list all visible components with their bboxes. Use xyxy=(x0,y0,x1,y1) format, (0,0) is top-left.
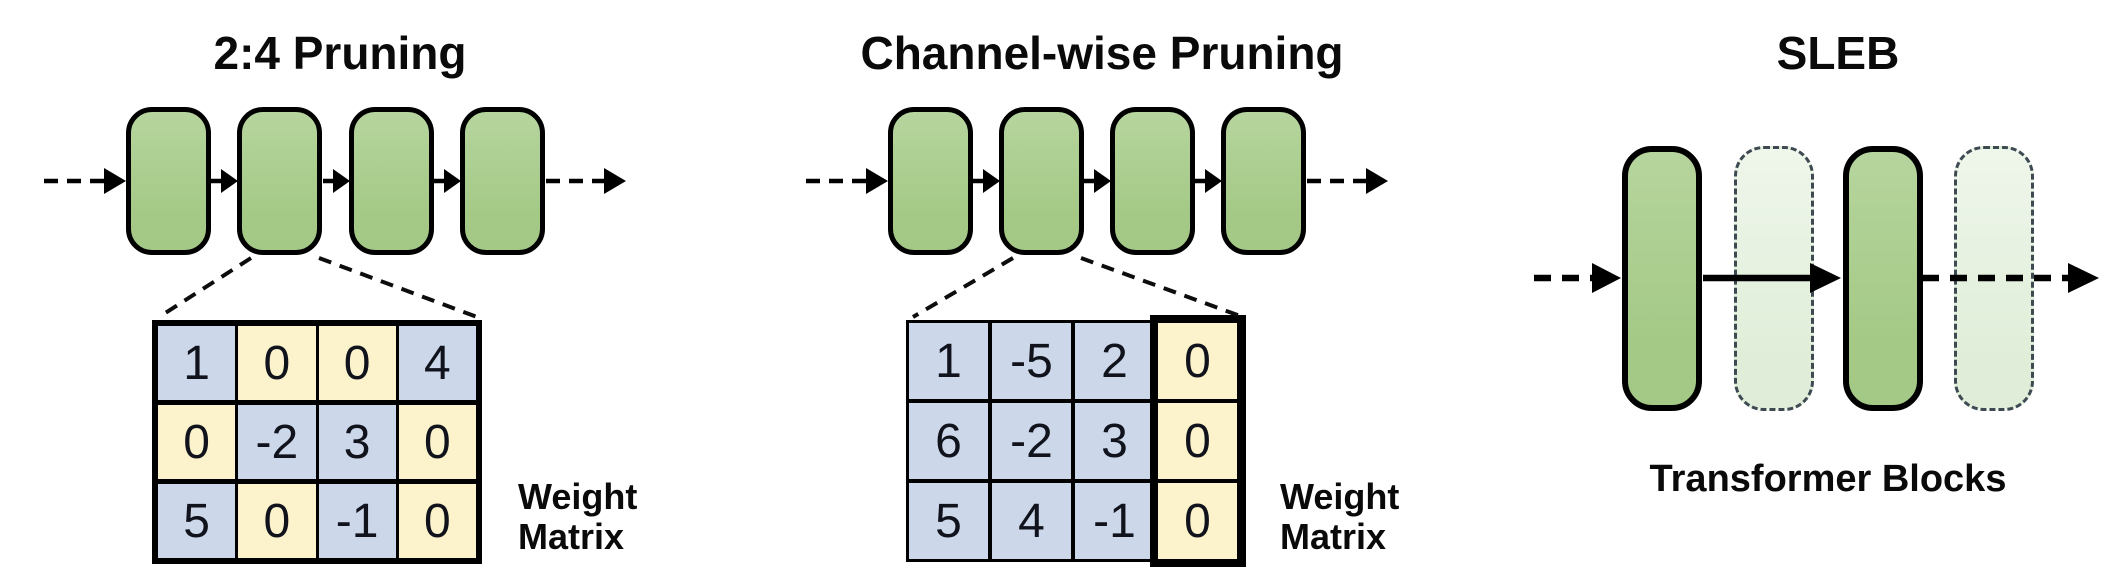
matrix-cell: 0 xyxy=(398,405,476,479)
matrix-cell: -2 xyxy=(238,405,316,479)
arrowhead-icon xyxy=(604,168,626,194)
matrix-cell: 6 xyxy=(909,403,988,479)
matrix-cell: 2 xyxy=(1075,323,1154,399)
arrowhead-icon xyxy=(983,169,1000,193)
matrix-cell: -1 xyxy=(318,484,396,558)
arrowhead-icon xyxy=(1810,263,1841,293)
weight-matrix-label: Weight Matrix xyxy=(518,476,638,557)
transformer-block-active xyxy=(1843,146,1923,411)
transformer-blocks-label: Transformer Blocks xyxy=(1649,458,2007,500)
arrowhead-icon xyxy=(1366,168,1388,194)
transformer-block-active xyxy=(1622,146,1702,411)
panel2-zoom-lines xyxy=(911,256,1244,319)
transformer-block xyxy=(126,107,211,255)
arrowhead-icon xyxy=(444,169,461,193)
pruned-channel-highlight xyxy=(1150,315,1246,567)
zoom-line xyxy=(911,256,1015,319)
matrix-cell: 1 xyxy=(158,326,236,400)
zoom-line xyxy=(318,256,478,319)
matrix-cell: 5 xyxy=(158,484,236,558)
zoom-line xyxy=(157,256,253,319)
transformer-block xyxy=(888,107,973,255)
panel-title-24-pruning: 2:4 Pruning xyxy=(213,27,467,79)
panel1-zoom-lines xyxy=(157,256,478,319)
matrix-cell: 0 xyxy=(1158,323,1237,399)
arrowhead-icon xyxy=(2068,263,2099,293)
arrowhead-icon xyxy=(104,168,126,194)
arrowhead-icon xyxy=(221,169,238,193)
matrix-cell: 3 xyxy=(318,405,396,479)
transformer-block-skipped xyxy=(1734,146,1814,411)
matrix-cell: 0 xyxy=(238,484,316,558)
matrix-cell: 0 xyxy=(1158,403,1237,479)
weight-matrix-label: Weight Matrix xyxy=(1280,476,1400,557)
panel-title-sleb: SLEB xyxy=(1776,27,1900,79)
matrix-cell: -5 xyxy=(992,323,1071,399)
matrix-cell: 3 xyxy=(1075,403,1154,479)
transformer-block xyxy=(1221,107,1306,255)
matrix-cell: 0 xyxy=(158,405,236,479)
arrowhead-icon xyxy=(1205,169,1222,193)
matrix-cell: 0 xyxy=(318,326,396,400)
transformer-block xyxy=(349,107,434,255)
matrix-cell: 4 xyxy=(992,483,1071,559)
transformer-block xyxy=(1110,107,1195,255)
matrix-cell: 1 xyxy=(909,323,988,399)
panel-title-channel-wise-pruning: Channel-wise Pruning xyxy=(860,27,1344,79)
matrix-cell: 4 xyxy=(398,326,476,400)
weight-matrix-channel-wise: 1 -5 2 0 6 -2 3 0 5 4 -1 0 xyxy=(906,320,1240,562)
transformer-block xyxy=(999,107,1084,255)
arrowhead-icon xyxy=(333,169,350,193)
transformer-block-skipped xyxy=(1954,146,2034,411)
weight-matrix-24: 1 0 0 4 0 -2 3 0 5 0 -1 0 xyxy=(152,320,482,564)
matrix-cell: 0 xyxy=(238,326,316,400)
zoom-line xyxy=(1080,256,1244,319)
arrowhead-icon xyxy=(1592,263,1621,293)
matrix-cell: 5 xyxy=(909,483,988,559)
transformer-block xyxy=(460,107,545,255)
matrix-cell: 0 xyxy=(398,484,476,558)
matrix-cell: 0 xyxy=(1158,483,1237,559)
arrowhead-icon xyxy=(866,168,888,194)
matrix-cell: -2 xyxy=(992,403,1071,479)
matrix-cell: -1 xyxy=(1075,483,1154,559)
transformer-block xyxy=(237,107,322,255)
arrowhead-icon xyxy=(1094,169,1111,193)
